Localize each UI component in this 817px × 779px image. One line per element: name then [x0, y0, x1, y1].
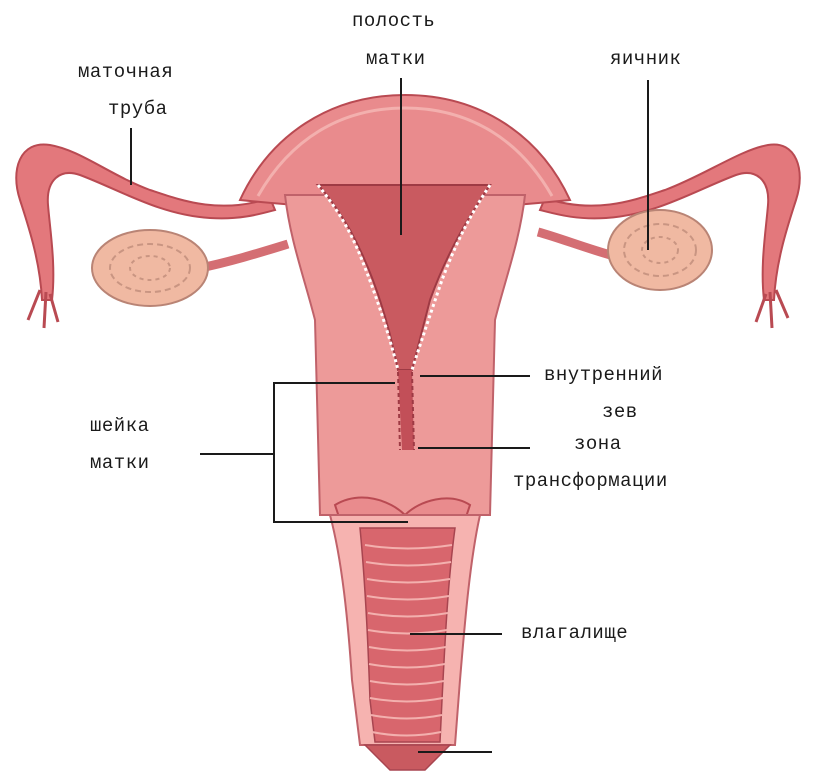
label-transformation-zone-line1: зона	[574, 435, 622, 454]
label-uterine-cavity-line1: полость	[352, 12, 435, 31]
label-transformation-zone-line2: трансформации	[513, 472, 668, 491]
label-internal-os-line1: внутренний	[544, 366, 663, 385]
label-cervix-line1: шейка	[90, 417, 150, 436]
left-ovary	[92, 230, 208, 306]
vaginal-opening	[365, 745, 450, 770]
label-cervix-line2: матки	[90, 454, 150, 473]
label-fallopian-tube-line2: труба	[108, 100, 168, 119]
right-ovarian-ligament	[538, 232, 614, 256]
label-fallopian-tube-line1: маточная	[78, 63, 173, 82]
label-uterine-cavity-line2: матки	[366, 50, 426, 69]
label-ovary: яичник	[610, 50, 681, 69]
right-ovary	[608, 210, 712, 290]
label-internal-os-line2: зев	[602, 403, 638, 422]
label-vagina: влагалище	[521, 624, 628, 643]
left-ovarian-ligament	[200, 244, 288, 268]
